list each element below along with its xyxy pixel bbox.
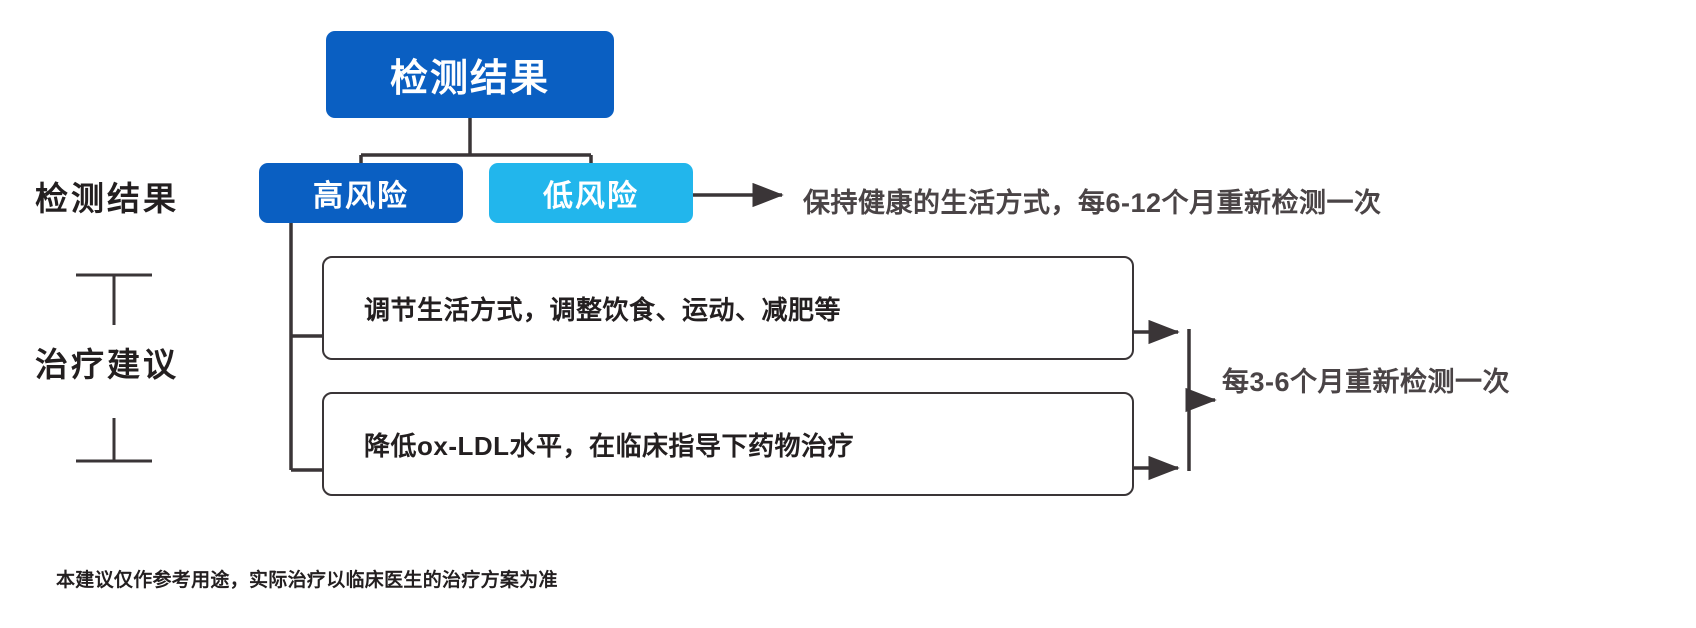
node-high-risk[interactable]: 高风险	[259, 163, 463, 223]
treatment-card-lifestyle[interactable]: 调节生活方式，调整饮食、运动、减肥等	[322, 256, 1134, 360]
treatment-card-lifestyle-text: 调节生活方式，调整饮食、运动、减肥等	[364, 294, 842, 325]
node-low-risk[interactable]: 低风险	[489, 163, 693, 223]
treatment-card-medication-text: 降低ox-LDL水平，在临床指导下药物治疗	[364, 430, 855, 461]
merged-outcome-text: 每3-6个月重新检测一次	[1222, 367, 1511, 397]
node-detection-result[interactable]: 检测结果	[326, 31, 614, 118]
side-label-detection-result: 检测结果	[35, 180, 179, 217]
low-risk-outcome-text: 保持健康的生活方式，每6-12个月重新检测一次	[803, 188, 1382, 218]
footnote-disclaimer: 本建议仅作参考用途，实际治疗以临床医生的治疗方案为准	[56, 570, 558, 591]
treatment-card-medication[interactable]: 降低ox-LDL水平，在临床指导下药物治疗	[322, 392, 1134, 496]
side-label-treatment-advice: 治疗建议	[35, 346, 179, 383]
